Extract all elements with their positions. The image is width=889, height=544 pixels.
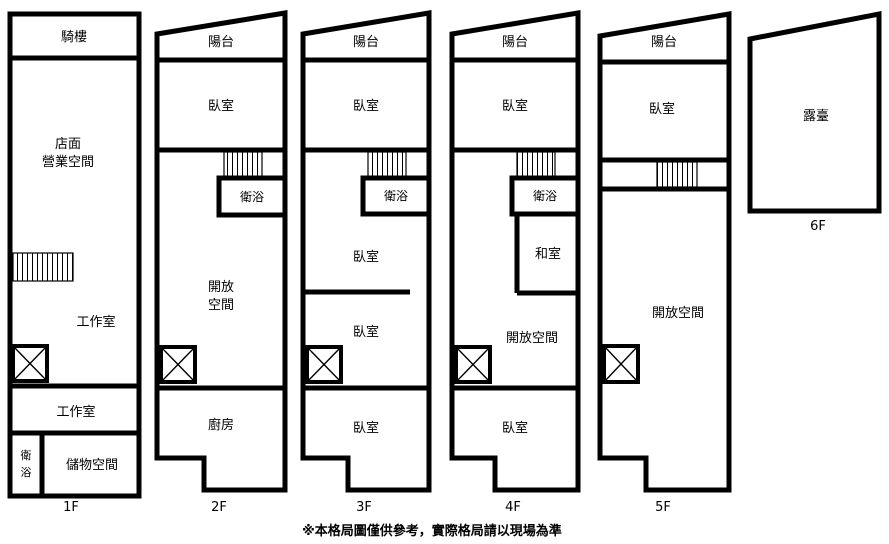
room-label-arcade: 騎樓: [61, 30, 87, 45]
floor-3f: 陽台 臥室 衛浴 臥室 臥室 臥室 3F: [300, 10, 432, 515]
floor-5f-walls: [600, 59, 729, 192]
shaft-icon: [305, 345, 343, 384]
room-label-open-line2: 空間: [208, 298, 234, 313]
shaft-cross-line: [603, 345, 639, 383]
bathroom-box: [216, 175, 288, 218]
room-label-bath: 衛浴: [384, 189, 408, 203]
floor-label-3f: 3F: [356, 500, 372, 515]
floor-label-2f: 2F: [211, 500, 227, 515]
stairs-icon: [12, 252, 74, 282]
room-label-washitsu: 和室: [535, 246, 561, 262]
shaft-icon: [602, 344, 640, 384]
room-label-bath: 衛浴: [240, 190, 264, 204]
room-label-balcony: 陽台: [651, 35, 677, 50]
floor-1f: 騎樓 店面 營業空間 工作室 工作室 衛 浴 儲物空間 1F: [7, 11, 142, 515]
shaft-icon: [454, 345, 492, 384]
shaft-cross-line: [12, 345, 48, 382]
floor-4f-walls: [452, 57, 578, 391]
room-label-bedroom-low: 臥室: [353, 324, 379, 340]
room-label-storage: 儲物空間: [66, 458, 118, 473]
shaft-icon: [11, 344, 49, 383]
floor-6f-outline: [747, 10, 882, 214]
floor-1f-walls: [10, 55, 139, 496]
room-label-bedroom-bottom: 臥室: [353, 420, 379, 436]
room-label-open: 開放空間: [652, 306, 704, 321]
floor-label-5f: 5F: [655, 500, 671, 515]
floor-5f-outline: [597, 11, 732, 493]
stairs-icon: [223, 151, 263, 178]
room-label-studio-lower: 工作室: [56, 404, 95, 420]
room-label-open: 開放空間: [506, 331, 558, 346]
floor-2f-walls: [157, 57, 285, 391]
shaft-cross-line: [306, 346, 342, 383]
room-label-balcony: 陽台: [502, 35, 528, 50]
stairs-icon: [367, 151, 407, 178]
room-label-bath-char2: 浴: [21, 466, 32, 479]
room-label-terrace: 露臺: [803, 109, 829, 124]
room-label-balcony: 陽台: [208, 35, 234, 50]
floor-6f: 露臺 6F: [747, 10, 882, 234]
floor-4f: 陽台 臥室 衛浴 和室 開放空間 臥室 4F: [449, 10, 581, 515]
room-label-bedroom-bottom: 臥室: [502, 420, 528, 436]
room-label-bedroom-mid: 臥室: [353, 249, 379, 265]
room-label-bath: 衛浴: [533, 189, 557, 203]
shaft-cross-line: [455, 346, 491, 383]
room-label-kitchen: 廚房: [208, 417, 234, 433]
stairs-icon: [656, 161, 698, 188]
room-label-balcony: 陽台: [353, 35, 379, 50]
floor-3f-walls: [303, 57, 429, 391]
shaft-cross-line: [160, 346, 196, 383]
bathroom-box: [360, 175, 432, 217]
floor-label-4f: 4F: [505, 500, 521, 515]
room-label-bath-char1: 衛: [21, 449, 32, 462]
room-label-bedroom: 臥室: [649, 101, 675, 117]
bathroom-box: [509, 175, 581, 217]
room-label-shop-line2: 營業空間: [42, 154, 94, 170]
shaft-icon: [159, 345, 197, 384]
room-label-shop-line1: 店面: [55, 137, 81, 152]
disclaimer-note: ※本格局圖僅供參考，實際格局請以現場為準: [302, 523, 562, 539]
room-label-studio-upper: 工作室: [76, 314, 115, 330]
room-label-open-line1: 開放: [208, 280, 234, 295]
floor-2f: 陽台 臥室 衛浴 開放 空間 廚房 2F: [154, 10, 288, 515]
floor-5f: 陽台 臥室 開放空間 5F: [597, 11, 732, 515]
room-label-bedroom-top: 臥室: [502, 98, 528, 114]
floor-label-1f: 1F: [63, 500, 79, 515]
room-label-bedroom-top: 臥室: [353, 98, 379, 114]
room-label-bedroom: 臥室: [208, 98, 234, 114]
floor-label-6f: 6F: [810, 219, 826, 234]
stairs-icon: [516, 151, 556, 178]
